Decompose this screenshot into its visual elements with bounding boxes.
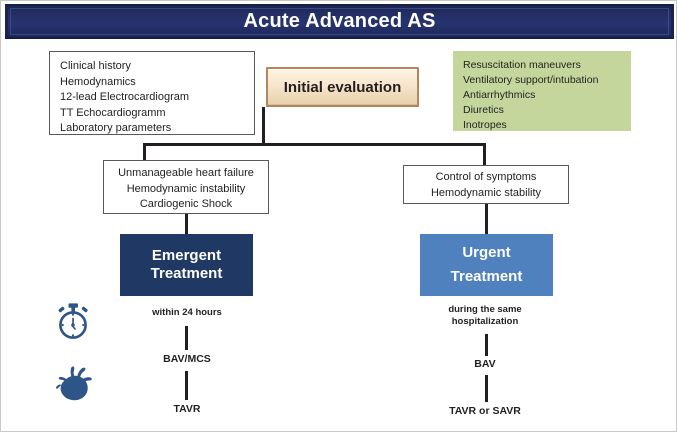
assessment-item: Laboratory parameters bbox=[60, 122, 172, 134]
left-condition-item: Cardiogenic Shock bbox=[139, 198, 233, 210]
left-timing-label: within 24 hours bbox=[152, 307, 222, 318]
supportive-measure-item: Resuscitation maneuvers bbox=[463, 59, 581, 71]
assessment-item: 12-lead Electrocardiogram bbox=[60, 91, 190, 103]
anatomical-heart-icon bbox=[51, 360, 97, 407]
right-outcome-label: TAVR or SAVR bbox=[449, 405, 521, 417]
assessment-items-box: Clinical history Hemodynamics 12-lead El… bbox=[49, 51, 255, 135]
emergent-treatment-box: Emergent Treatment bbox=[120, 234, 253, 296]
page-title: Acute Advanced AS bbox=[243, 10, 436, 32]
urgent-treatment-box: Urgent Treatment bbox=[420, 234, 553, 296]
diagram-title-bar: Acute Advanced AS bbox=[5, 4, 674, 39]
supportive-measure-item: Ventilatory support/intubation bbox=[463, 74, 599, 86]
connector-split-bar bbox=[143, 143, 486, 146]
right-timing-label-line1: during the same bbox=[448, 304, 522, 315]
left-condition-item: Unmanageable heart failure bbox=[118, 167, 254, 179]
supportive-measure-item: Inotropes bbox=[463, 119, 507, 131]
right-condition-item: Hemodynamic stability bbox=[430, 186, 542, 199]
connector-split-to-left-condition bbox=[143, 143, 146, 161]
left-condition-box: Unmanageable heart failure Hemodynamic i… bbox=[103, 160, 269, 214]
supportive-measure-item: Diuretics bbox=[463, 104, 504, 116]
connector-initial-to-split bbox=[262, 107, 265, 145]
assessment-item: TT Echocardiogramm bbox=[60, 106, 166, 119]
urgent-treatment-label-line2: Treatment bbox=[450, 268, 523, 285]
left-outcome-label: TAVR bbox=[173, 403, 201, 415]
emergent-treatment-label-line1: Emergent bbox=[151, 247, 222, 264]
connector-left-procedure-to-outcome bbox=[185, 371, 188, 400]
connector-right-procedure-to-outcome bbox=[485, 375, 488, 402]
right-condition-box: Control of symptoms Hemodynamic stabilit… bbox=[403, 165, 569, 204]
left-condition-item: Hemodynamic instability bbox=[126, 182, 246, 195]
right-timing-label-line2: hospitalization bbox=[451, 316, 519, 327]
right-procedure-label: BAV bbox=[474, 358, 496, 370]
initial-evaluation-label: Initial evaluation bbox=[283, 78, 402, 96]
left-procedure-label: BAV/MCS bbox=[163, 353, 211, 365]
stopwatch-icon bbox=[51, 300, 95, 347]
supportive-measure-item: Antiarrhythmics bbox=[463, 89, 536, 101]
initial-evaluation-node: Initial evaluation bbox=[266, 67, 419, 107]
right-condition-item: Control of symptoms bbox=[435, 171, 537, 183]
emergent-treatment-label-line2: Treatment bbox=[150, 265, 223, 282]
connector-left-timing-to-procedure bbox=[185, 326, 188, 350]
assessment-item: Clinical history bbox=[60, 60, 131, 72]
connector-split-to-right-condition bbox=[483, 143, 486, 166]
connector-left-condition-to-treatment bbox=[185, 214, 188, 236]
connector-right-timing-to-procedure bbox=[485, 334, 488, 356]
connector-right-condition-to-treatment bbox=[485, 204, 488, 236]
supportive-measures-box: Resuscitation maneuvers Ventilatory supp… bbox=[453, 51, 631, 131]
urgent-treatment-label-line1: Urgent bbox=[462, 244, 511, 261]
assessment-item: Hemodynamics bbox=[60, 75, 136, 88]
